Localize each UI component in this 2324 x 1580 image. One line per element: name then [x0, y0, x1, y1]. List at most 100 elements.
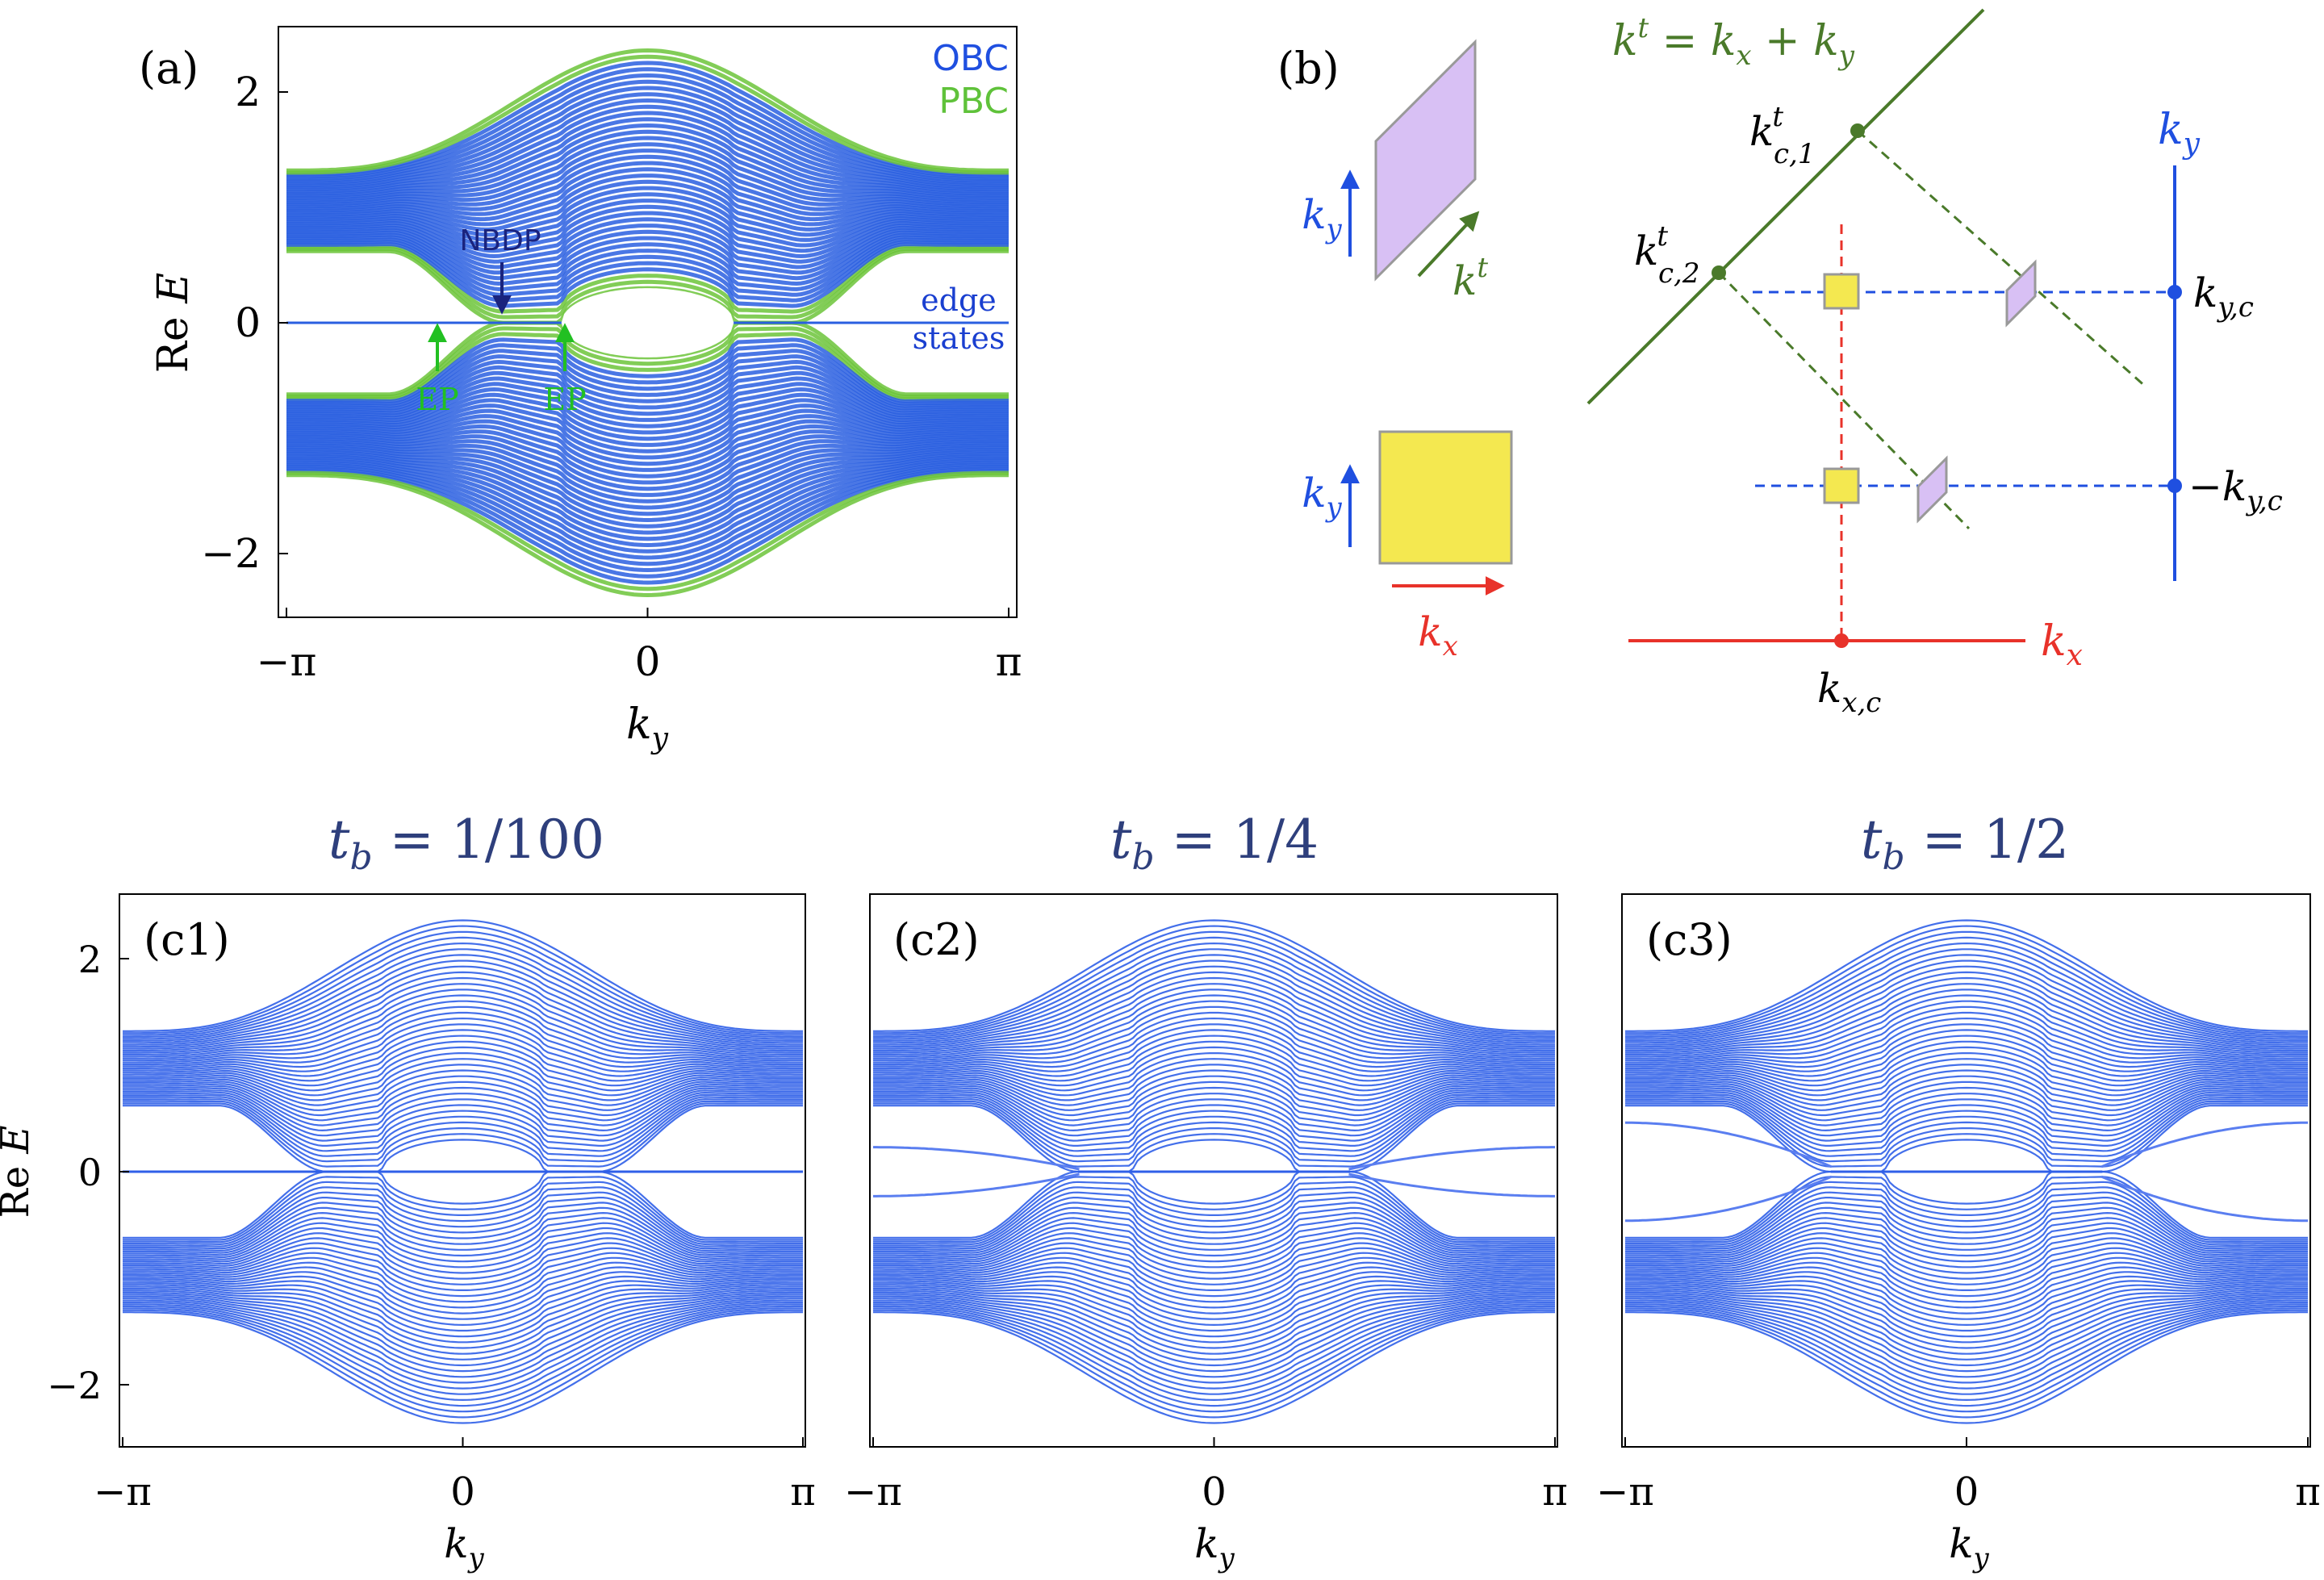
band-line: [286, 408, 1009, 460]
band-line: [123, 930, 803, 1036]
band-line: [286, 111, 1009, 194]
edge-state-curve: [873, 1172, 1080, 1198]
band-line: [286, 469, 1009, 585]
band-line: [286, 240, 1009, 303]
band-line: [123, 1093, 803, 1147]
band-line: [286, 424, 1009, 479]
band-line: [123, 1005, 803, 1062]
band-line: [1625, 1232, 2308, 1274]
band-line: [286, 376, 1009, 422]
band-line: [286, 79, 1009, 183]
band-line: [873, 1170, 1555, 1239]
legend-kx-label: kx: [1418, 608, 1458, 663]
band-line: [873, 1217, 1555, 1259]
band-line: [873, 954, 1555, 1044]
legend-parallelogram: [1374, 39, 1477, 282]
panel-a-ylabel: Re E: [149, 273, 198, 373]
band-line: [286, 104, 1009, 192]
band-line: [873, 1011, 1555, 1064]
band-line: [286, 470, 1009, 591]
edge-state-curve: [1348, 1146, 1555, 1171]
band-line: [123, 1227, 803, 1269]
band-line: [873, 1023, 1555, 1072]
band-line: [873, 1247, 1555, 1292]
band-line: [286, 464, 1009, 573]
band-line: [123, 1247, 803, 1292]
band-line: [123, 1017, 803, 1068]
band-line: [1625, 965, 2308, 1048]
band-line: [123, 989, 803, 1056]
band-line: [123, 1299, 803, 1390]
band-line: [873, 1289, 1555, 1361]
band-line: [1625, 1181, 2308, 1244]
band-line: [1625, 1023, 2308, 1072]
band-line: [873, 1089, 1555, 1137]
panel-a-xlabel: ky: [626, 700, 669, 755]
band-line: [1625, 1266, 2308, 1315]
band-line: [1625, 1294, 2308, 1373]
band-line: [1625, 1081, 2308, 1122]
band-line: [123, 1181, 803, 1244]
band-line: [286, 458, 1009, 554]
band-line: [1625, 1285, 2308, 1349]
band-line: [286, 382, 1009, 428]
band-line: [1625, 1217, 2308, 1259]
band-line: [286, 123, 1009, 199]
band-line: [1625, 1097, 2308, 1157]
band-line: [1625, 1305, 2308, 1407]
panel-c2-label: (c2): [893, 914, 980, 965]
band-line: [873, 1222, 1555, 1263]
band-line: [123, 1176, 803, 1241]
x-tick-label: −π: [257, 638, 317, 685]
x-tick-label: −π: [844, 1469, 902, 1515]
band-line: [873, 1196, 1555, 1250]
band-line: [873, 1102, 1555, 1168]
band-line: [1625, 1299, 2308, 1390]
band-line: [286, 462, 1009, 566]
y-tick-label: −2: [47, 1364, 102, 1407]
band-line: [286, 230, 1009, 281]
band-line: [873, 1299, 1555, 1390]
band-line: [1625, 1196, 2308, 1250]
diagram-parallelogram-bottom: [1916, 455, 1948, 524]
band-line: [1625, 1206, 2308, 1254]
ep-label-right: EP: [543, 382, 586, 417]
band-line: [1625, 1029, 2308, 1077]
band-line: [123, 1081, 803, 1122]
band-line: [123, 936, 803, 1039]
band-line: [873, 1000, 1555, 1060]
band-line: [286, 228, 1009, 275]
band-line: [1625, 1271, 2308, 1320]
band-line: [123, 1040, 803, 1087]
y-tick-label: 2: [235, 69, 261, 115]
panel-a-legend-pbc: PBC: [938, 81, 1009, 122]
band-line: [286, 217, 1009, 264]
band-line: [1625, 971, 2308, 1050]
x-tick-label: π: [790, 1469, 816, 1515]
band-line: [286, 398, 1009, 447]
edge-state-curve: [2100, 1121, 2308, 1168]
edge-state-curve: [1625, 1175, 1833, 1223]
band-line: [123, 1029, 803, 1077]
band-line: [873, 1301, 1555, 1395]
x-tick-label: 0: [450, 1469, 475, 1515]
band-line: [123, 1298, 803, 1384]
panel-c3-label: (c3): [1646, 914, 1733, 965]
band-line: [1625, 936, 2308, 1039]
panel-c3-title: tb = 1/2: [1861, 809, 2069, 878]
edge-state-curve: [1625, 1121, 1833, 1168]
legend-ky-label-1: ky: [1302, 191, 1342, 245]
band-line: [1625, 1005, 2308, 1062]
band-line: [1625, 1295, 2308, 1378]
band-line: [873, 1311, 1555, 1424]
band-line: [123, 1275, 803, 1327]
edge-states-label-2: states: [913, 320, 1005, 356]
band-line: [873, 994, 1555, 1058]
y-tick-label: 0: [235, 299, 261, 346]
diagram-parallelogram-top: [2005, 259, 2037, 328]
band-line: [1625, 1275, 2308, 1327]
band-line: [123, 948, 803, 1043]
band-line: [286, 349, 1009, 408]
